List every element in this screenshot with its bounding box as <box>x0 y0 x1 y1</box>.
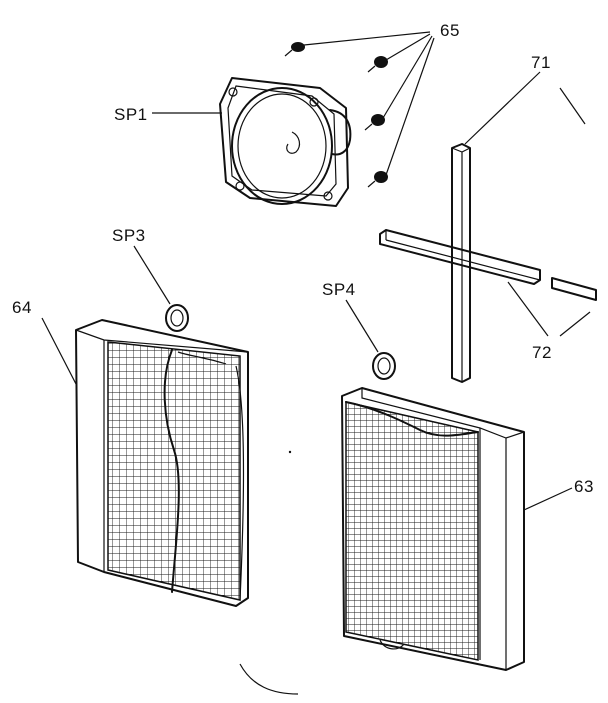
label-sp4: SP4 <box>322 280 356 299</box>
stray-dot <box>288 450 292 454</box>
screw <box>284 42 305 57</box>
ring-sp3 <box>133 245 189 332</box>
label-63: 63 <box>574 477 594 496</box>
label-71: 71 <box>531 53 551 72</box>
screw <box>364 114 385 131</box>
ring-sp4 <box>345 299 396 380</box>
label-72: 72 <box>532 343 552 362</box>
label-64: 64 <box>12 298 32 317</box>
label-sp1: SP1 <box>114 105 148 124</box>
brace-72 <box>379 229 597 337</box>
screws-65 <box>284 31 435 188</box>
panel-64 <box>75 319 249 607</box>
brace-71 <box>451 71 586 383</box>
speaker-sp1 <box>219 77 352 207</box>
screw <box>367 171 388 188</box>
label-sp3: SP3 <box>112 226 146 245</box>
label-65: 65 <box>440 21 460 40</box>
stray-mark <box>239 663 299 695</box>
screw <box>367 56 388 73</box>
panel-63 <box>341 387 573 671</box>
leader-64 <box>41 317 77 385</box>
